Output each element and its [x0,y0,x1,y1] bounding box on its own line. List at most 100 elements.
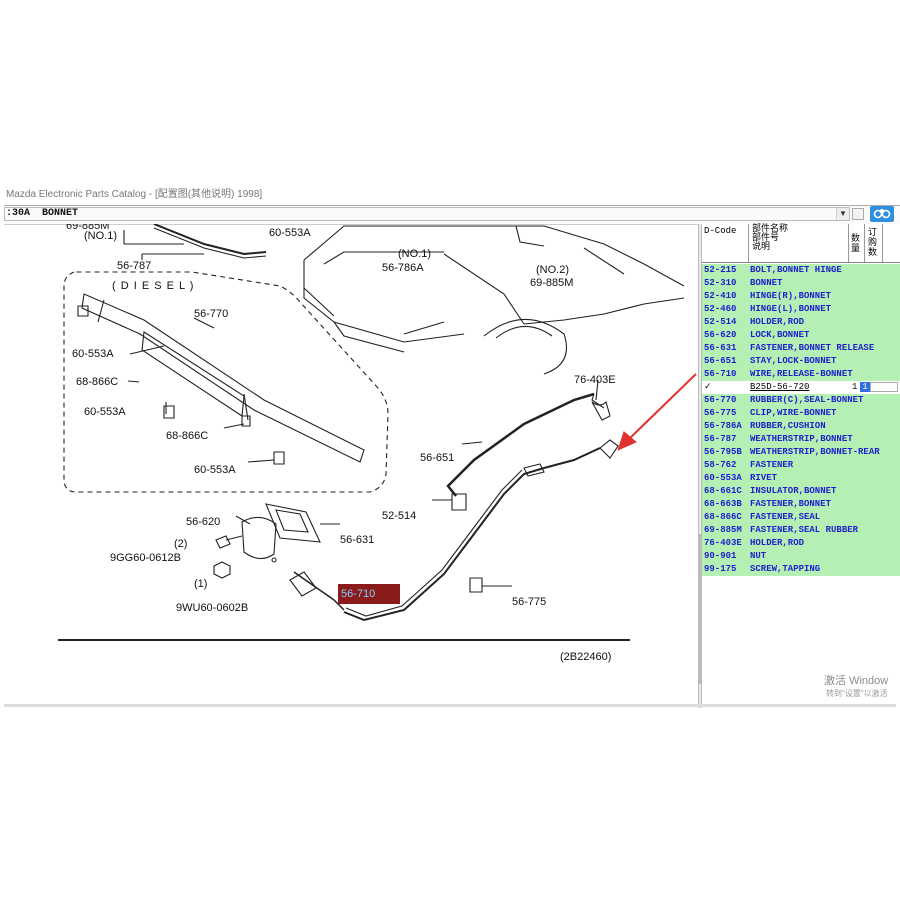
parts-diagram: 69-885M (NO.1) 60-553A 56-787 ( D I E S … [4,224,698,708]
part-code: 99-175 [704,564,737,574]
header-separator [848,224,849,262]
pane-scrollbar[interactable] [698,224,702,708]
label-60-553a-top[interactable]: 60-553A [269,227,311,239]
header-quantity[interactable]: 数量 [851,234,861,254]
part-name: CLIP,WIRE-BONNET [750,408,837,418]
list-item[interactable]: 68-866C FASTENER,SEAL [702,511,900,524]
label-56-631[interactable]: 56-631 [340,534,375,546]
app-logo-button[interactable] [870,206,894,222]
header-separator [882,224,883,262]
part-name: INSULATOR,BONNET [750,486,837,496]
label-68-866c-2[interactable]: 68-866C [166,430,209,442]
part-name: FASTENER,BONNET RELEASE [750,343,875,353]
label-56-787[interactable]: 56-787 [117,260,152,272]
header-separator [864,224,865,262]
part-name: WEATHERSTRIP,BONNET-REAR [750,447,880,457]
list-item[interactable]: 99-175 SCREW,TAPPING [702,563,900,576]
label-9gg60-0612b[interactable]: 9GG60-0612B [110,552,181,564]
part-code: 56-786A [704,421,742,431]
part-code: 56-631 [704,343,737,353]
scrollbar-thumb[interactable] [699,534,701,684]
part-name: HOLDER,ROD [750,317,805,327]
part-code: 60-553A [704,473,742,483]
label-69-885m-top[interactable]: 69-885M [66,224,110,232]
header-d-code[interactable]: D-Code [704,226,737,236]
label-68-866c-1[interactable]: 68-866C [76,376,119,388]
list-item[interactable]: 68-663B FASTENER,BONNET [702,498,900,511]
label-no1-mid: (NO.1) [398,248,431,260]
section-code: :30A [6,208,31,219]
section-dropdown[interactable]: ▼ [4,207,850,221]
header-separator [748,224,749,262]
part-name: HINGE(L),BONNET [750,304,832,314]
part-name: SCREW,TAPPING [750,564,821,574]
part-name: HINGE(R),BONNET [750,291,832,301]
part-code: 68-661C [704,486,742,496]
part-code: 56-710 [704,369,737,379]
header-part-name[interactable]: 部件名称 [752,224,789,234]
label-56-786a[interactable]: 56-786A [382,262,424,274]
part-name: HOLDER,ROD [750,538,805,548]
label-56-620[interactable]: 56-620 [186,516,221,528]
order-quantity-input[interactable]: 1 [860,382,870,392]
selected-part-quantity: 1 [852,382,858,392]
label-60-553a-3[interactable]: 60-553A [194,464,236,476]
label-52-514[interactable]: 52-514 [382,510,417,522]
label-56-651[interactable]: 56-651 [420,452,455,464]
list-item[interactable]: 68-661C INSULATOR,BONNET [702,485,900,498]
label-56-710-highlighted[interactable]: 56-710 [341,588,376,600]
part-name: FASTENER,SEAL [750,512,821,522]
part-name: RUBBER(C),SEAL-BONNET [750,395,864,405]
header-part-number: 部件号 [752,233,780,243]
parts-list-header: D-Code 部件名称 部件号 说明 数量 订购数 [702,224,900,263]
list-item[interactable]: 52-410 HINGE(R),BONNET [702,290,900,303]
minimize-button[interactable] [852,208,864,220]
checkmark-icon[interactable]: ✓ [704,382,712,392]
part-code: 56-787 [704,434,737,444]
part-code: 68-663B [704,499,742,509]
header-description: 说明 [752,242,771,252]
header-order-qty[interactable]: 订购数 [868,228,878,258]
part-name: FASTENER [750,460,794,470]
activation-watermark: 激活 Window [824,675,889,687]
label-60-553a-2[interactable]: 60-553A [84,406,126,418]
list-item[interactable]: 56-631 FASTENER,BONNET RELEASE [702,342,900,355]
label-9wu60-0602b[interactable]: 9WU60-0602B [176,602,249,614]
label-56-775[interactable]: 56-775 [512,596,547,608]
list-item[interactable]: 56-775 CLIP,WIRE-BONNET [702,407,900,420]
list-item[interactable]: 52-460 HINGE(L),BONNET [702,303,900,316]
part-code: 52-460 [704,304,737,314]
part-code: 68-866C [704,512,742,522]
label-diesel: ( D I E S E L ) [112,280,195,292]
order-quantity-field[interactable] [870,382,898,392]
label-69-885m-mid[interactable]: 69-885M [530,277,574,289]
selected-part-row[interactable]: ✓ B25D-56-720 1 1 [702,381,900,394]
label-56-770[interactable]: 56-770 [194,308,229,320]
part-name: NUT [750,551,767,561]
part-code: 56-775 [704,408,737,418]
part-name: LOCK,BONNET [750,330,810,340]
part-code: 52-410 [704,291,737,301]
label-60-553a-1[interactable]: 60-553A [72,348,114,360]
part-name: FASTENER,BONNET [750,499,832,509]
label-76-403e[interactable]: 76-403E [574,374,616,386]
chevron-down-icon[interactable]: ▼ [836,208,849,220]
label-qty-2: (2) [174,538,188,550]
part-name: STAY,LOCK-BONNET [750,356,837,366]
